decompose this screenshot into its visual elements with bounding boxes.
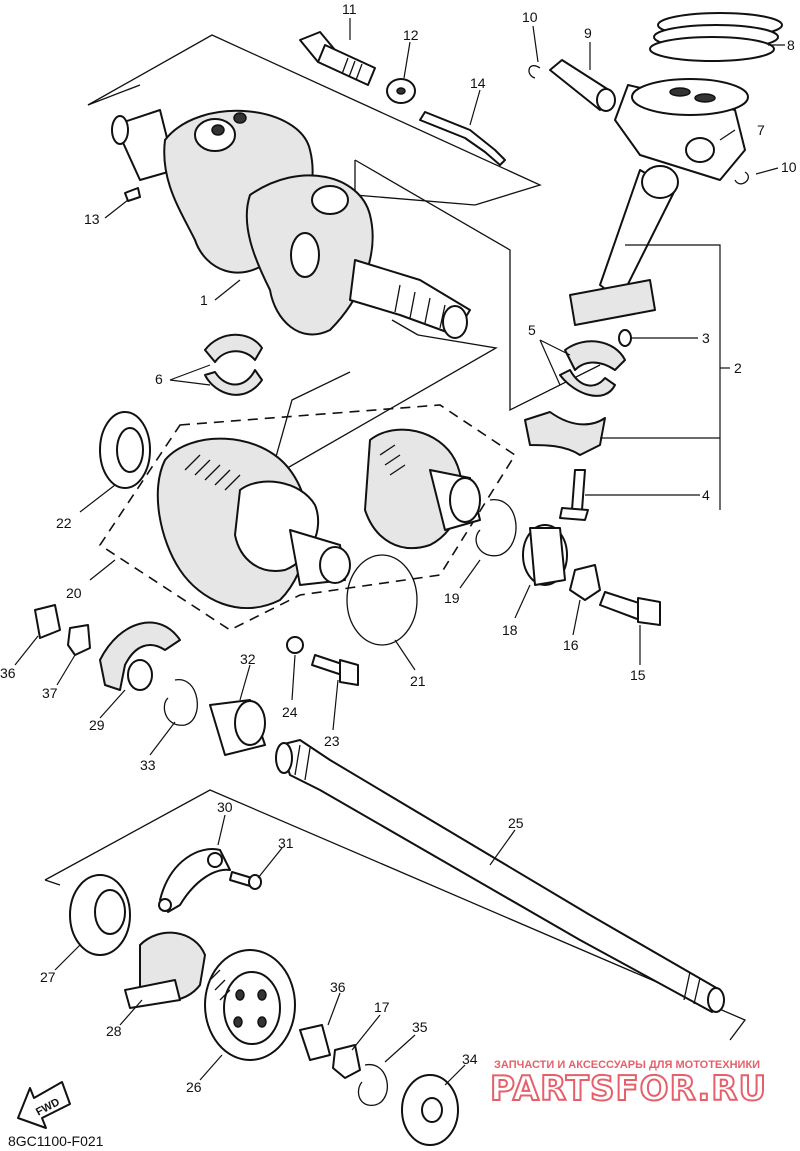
callout-15: 15 — [630, 667, 646, 683]
callout-1: 1 — [200, 292, 208, 308]
callout-20: 20 — [66, 585, 82, 601]
main-bearing-lower — [204, 369, 263, 396]
needle-bearing-32 — [209, 699, 266, 756]
main-bearing-upper — [204, 333, 263, 363]
fwd-arrow: FWD — [17, 1081, 71, 1129]
big-end-bearing-upper — [564, 340, 626, 371]
callout-13: 13 — [84, 211, 100, 227]
lock-washer-37 — [67, 624, 91, 656]
callout-21: 21 — [410, 673, 426, 689]
piston — [614, 78, 749, 181]
callout-9: 9 — [584, 25, 592, 41]
clip-10-top — [528, 65, 541, 79]
callout-27: 27 — [40, 969, 56, 985]
callout-14: 14 — [470, 75, 486, 91]
callout-35: 35 — [412, 1019, 428, 1035]
callout-3: 3 — [702, 330, 710, 346]
callout-4: 4 — [702, 487, 710, 503]
gear-26 — [204, 949, 296, 1061]
circlip-19 — [475, 499, 517, 557]
callout-numbers: 1 2 3 4 5 6 7 8 9 10 10 11 12 13 14 15 1… — [0, 1, 797, 1095]
callout-11: 11 — [342, 1, 357, 17]
callout-31: 31 — [278, 835, 294, 851]
weight-29 — [99, 621, 181, 691]
balancer-assembly — [156, 428, 481, 609]
callout-28: 28 — [106, 1023, 122, 1039]
callout-2: 2 — [734, 360, 742, 376]
callout-26: 26 — [186, 1079, 202, 1095]
o-ring-21 — [346, 554, 418, 646]
leader-lines — [14, 18, 785, 1086]
circlip-35 — [357, 1064, 388, 1106]
callout-17: 17 — [374, 999, 390, 1015]
clip-10-right — [734, 171, 749, 185]
rod-cap — [524, 411, 606, 456]
watermark: ЗАПЧАСТИ И АКСЕССУАРЫ ДЛЯ МОТОТЕХНИКИ PA… — [489, 1059, 767, 1110]
diagram-code: 8GC1100-F021 — [8, 1133, 104, 1149]
callout-36a: 36 — [0, 665, 16, 681]
nut-36-upper — [34, 604, 61, 639]
callout-24: 24 — [282, 704, 298, 720]
callout-30: 30 — [217, 799, 233, 815]
piston-rings — [649, 12, 783, 62]
bolt-15 — [599, 591, 661, 626]
callout-5: 5 — [528, 322, 536, 338]
callout-29: 29 — [89, 717, 105, 733]
callout-7: 7 — [757, 122, 765, 138]
big-end-bearing-lower — [559, 369, 616, 397]
connecting-rod — [569, 165, 679, 347]
callout-33: 33 — [140, 757, 156, 773]
lock-washer-17 — [332, 1044, 361, 1079]
bolt-23 — [311, 654, 359, 686]
watermark-tagline: ЗАПЧАСТИ И АКСЕССУАРЫ ДЛЯ МОТОТЕХНИКИ — [494, 1059, 760, 1071]
callout-25: 25 — [508, 815, 524, 831]
callout-10b: 10 — [781, 159, 797, 175]
washer-24 — [286, 636, 304, 654]
callout-23: 23 — [324, 733, 340, 749]
callout-19: 19 — [444, 590, 460, 606]
callout-22: 22 — [56, 515, 72, 531]
pipe-14 — [419, 111, 506, 166]
woodruff-key — [124, 187, 141, 202]
screw-31 — [229, 871, 262, 890]
drive-shaft — [275, 739, 725, 1013]
callout-8: 8 — [787, 37, 795, 53]
damper-28 — [124, 931, 206, 1009]
callout-36b: 36 — [330, 979, 346, 995]
nut-36-lower — [299, 1024, 331, 1061]
callout-10a: 10 — [522, 9, 538, 25]
crankshaft — [111, 109, 471, 339]
watermark-brand: PARTSFOR.RU — [490, 1069, 767, 1109]
bolt-11 — [299, 31, 376, 86]
callout-37: 37 — [42, 685, 58, 701]
callout-16: 16 — [563, 637, 579, 653]
callout-6: 6 — [155, 371, 163, 387]
callout-18: 18 — [502, 622, 518, 638]
callout-32: 32 — [240, 651, 256, 667]
lock-washer-16 — [569, 564, 601, 601]
circlip-33 — [163, 679, 198, 726]
callout-12: 12 — [403, 27, 419, 43]
rod-bolt — [571, 469, 586, 511]
callout-34: 34 — [462, 1051, 478, 1067]
